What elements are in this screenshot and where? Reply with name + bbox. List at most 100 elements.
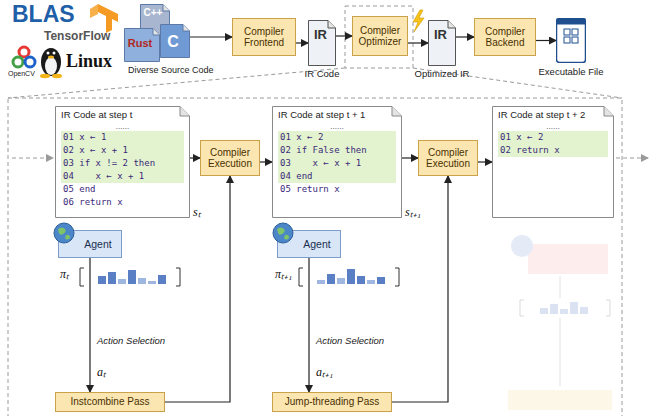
ellipsis: ......: [498, 122, 608, 131]
detail-panel: [8, 98, 622, 416]
ir-document: IRIR Code: [308, 20, 336, 66]
penguin-eye: [53, 52, 56, 55]
code-line: 01 x ← 1: [61, 131, 184, 144]
ir-mark: IR: [428, 20, 456, 43]
tensorflow-logo-part: [90, 4, 98, 18]
penguin-foot: [52, 74, 62, 78]
grid-cell: [564, 29, 570, 35]
code-line: 02 x ← x + 1: [61, 144, 184, 157]
box-label: Compiler Backend: [479, 26, 531, 49]
flow-arrow: [190, 36, 232, 37]
document-shape: [56, 107, 190, 218]
box-label: Instcombine Pass: [71, 396, 150, 408]
document-fold: [448, 21, 456, 29]
label: Action Selection: [97, 336, 165, 346]
label: πₜ: [60, 268, 69, 281]
label: OpenCV: [8, 70, 35, 78]
flow-arrow: [260, 161, 272, 162]
penguin-foot: [40, 74, 50, 78]
compiler-box: Compiler Execution: [200, 140, 260, 176]
agent-box: Agent: [58, 230, 122, 258]
document-fold: [183, 25, 190, 32]
code-line: 04 end: [278, 170, 396, 183]
agent-label: Agent: [84, 238, 111, 250]
document-shape: [161, 25, 190, 58]
globe: [273, 223, 293, 243]
faded-future-step: [508, 235, 612, 410]
ir-code-document: IR Code at step t......01 x ← 102 x ← x …: [55, 106, 190, 218]
grid-cell: [572, 37, 578, 43]
flow-arrow: [408, 42, 428, 43]
globe: [54, 223, 74, 243]
penguin-beak: [48, 55, 54, 58]
ir-document: IROptimized IR: [428, 20, 456, 66]
executable-outline: [556, 18, 586, 63]
code-line: 05 end: [61, 183, 184, 196]
document-shape: [309, 21, 336, 66]
document-fold: [163, 5, 170, 12]
box-label: Compiler Frontend: [237, 26, 291, 49]
ir-caption: IR Code: [305, 69, 340, 80]
window: [557, 19, 586, 63]
document-shape: [493, 107, 614, 218]
document-outline: [308, 20, 336, 66]
title-bar: [557, 19, 586, 25]
grid-cell: [564, 37, 570, 43]
penguin-body: [41, 48, 61, 76]
flow-arrow: [478, 161, 492, 162]
source-file: Rust: [124, 28, 160, 62]
lightning-icon: [413, 10, 424, 32]
globe-icon: [53, 222, 75, 244]
globe-icon: [272, 222, 294, 244]
opencv-ring: [25, 57, 35, 67]
document-shape: [125, 29, 160, 62]
ir-caption: Optimized IR: [415, 69, 470, 80]
code-line: 03 if x != 2 then: [61, 157, 184, 170]
box-label: Compiler Execution: [423, 147, 473, 170]
label: sₜ₊₁: [405, 206, 421, 219]
executable-icon: Executable File: [556, 18, 586, 63]
pass-box: Jump-threading Pass: [272, 392, 392, 412]
compiler-box: Compiler Execution: [418, 140, 478, 176]
policy-distribution: [80, 268, 180, 286]
ir-code-document: IR Code at step t + 1......01 x ← 202 if…: [272, 106, 402, 218]
doc-heading: IR Code at step t + 1: [278, 110, 396, 121]
ir-mark: IR: [308, 20, 336, 43]
flow-arrow: [336, 35, 352, 36]
tensorflow-logo: [98, 4, 118, 33]
code-line: 01 x ← 2: [278, 131, 396, 144]
flow-arrow: [456, 36, 474, 37]
zoom-line: [413, 68, 622, 98]
label: TensorFlow: [44, 30, 110, 43]
code-line: 06 return x: [61, 196, 184, 209]
language-name: C++: [140, 4, 170, 19]
opencv-ring: [19, 47, 29, 57]
code-line: 04 x ← x + 1: [61, 170, 184, 183]
policy-distribution: [299, 268, 399, 286]
compiler-box: Compiler Backend: [474, 18, 536, 56]
label: πₜ₊₁: [275, 268, 292, 281]
flow-in: [12, 158, 53, 159]
flow-arrow: [190, 157, 200, 158]
document-shape: [273, 107, 402, 218]
flow-arrow: [402, 157, 418, 158]
flow-arrow: [308, 258, 309, 392]
opencv-ring: [13, 57, 23, 67]
label: sₜ: [193, 206, 201, 219]
document-fold: [328, 21, 336, 29]
label: BLAS: [12, 2, 75, 27]
agent-label: Agent: [303, 238, 330, 250]
agent-box: Agent: [277, 230, 341, 258]
label: Action Selection: [316, 336, 384, 346]
code-line: 01 x ← 2: [498, 131, 608, 144]
label: Diverse Source Code: [128, 66, 214, 76]
doc-heading: IR Code at step t: [61, 110, 184, 121]
penguin-eye: [47, 52, 50, 55]
document-fold: [153, 29, 160, 36]
code-line: 05 return x: [278, 183, 396, 196]
document-shape: [429, 21, 456, 66]
code-line: 02 return x: [498, 144, 608, 157]
executable-caption: Executable File: [539, 67, 604, 78]
label: Linux: [66, 52, 112, 72]
source-file: C: [160, 24, 190, 58]
